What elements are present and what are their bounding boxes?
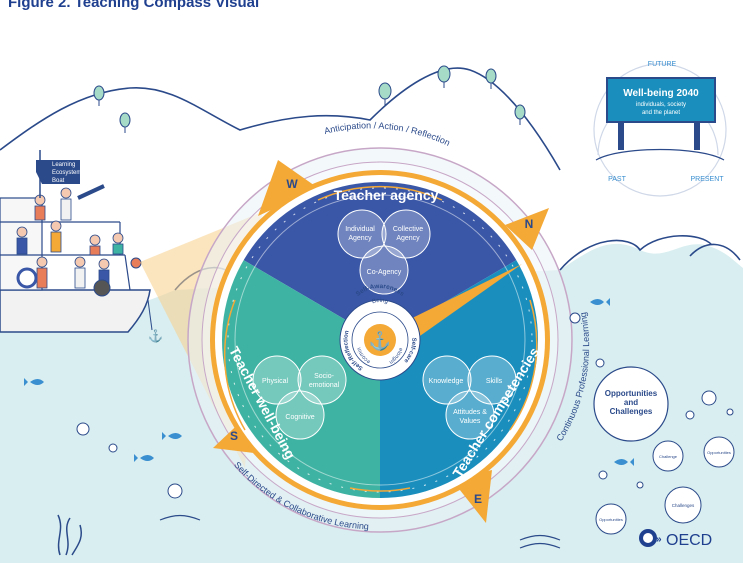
boat-anchor-icon: ⚓ xyxy=(148,329,163,343)
venn-co-agency: Co-Agency xyxy=(367,269,402,276)
bubble-main-line-3: Challenges xyxy=(610,407,653,416)
south-label: S xyxy=(230,429,238,443)
anchor-chain xyxy=(147,299,153,331)
wellbeing-sign-subtitle-1: individuals, society xyxy=(636,102,686,108)
fish-icon xyxy=(24,378,44,386)
lamp-icon xyxy=(130,257,142,269)
bubble-main-line-2: and xyxy=(624,398,638,407)
anchor-icon: ⚓ xyxy=(369,330,391,351)
fish-icon xyxy=(614,458,634,466)
venn-physical: Physical xyxy=(262,378,289,385)
bubble-opportunities-small xyxy=(595,503,627,535)
bubble-main-line-1: Opportunities xyxy=(605,389,658,398)
bubble-opportunities-label: Opportunities xyxy=(707,450,731,455)
bubble-challenges-label: Challenges xyxy=(672,503,695,508)
center-hub-core xyxy=(364,324,396,356)
figure-title: Figure 2. Teaching Compass Visual xyxy=(8,0,260,11)
arrow-arc-top xyxy=(317,185,443,201)
fish-icon xyxy=(134,454,154,462)
past-label: PAST xyxy=(608,176,626,183)
venn-skills: Skills xyxy=(486,378,503,385)
venn-knowledge: Knowledge xyxy=(429,378,464,385)
compass-needle xyxy=(392,264,522,350)
arrow-arc-right xyxy=(509,299,538,431)
seaweed-icon xyxy=(57,514,83,556)
bubble-opportunities-small-label: Opportunities xyxy=(599,517,623,522)
fish-icon xyxy=(162,432,182,440)
passenger-figures xyxy=(16,187,124,289)
bubble-challenge xyxy=(652,440,684,472)
bubble-opportunities xyxy=(703,436,735,468)
bubbles: Opportunities and Challenges Challenge O… xyxy=(76,312,735,535)
east-label: E xyxy=(474,492,482,506)
present-label: PRESENT xyxy=(690,176,724,183)
agency-title: Teacher agency xyxy=(334,187,439,203)
being-label: Being xyxy=(371,298,388,305)
wellbeing-sign-subtitle-2: and the planet xyxy=(642,110,680,116)
trees xyxy=(93,65,526,133)
arrow-arc-left xyxy=(223,299,246,431)
center-hub-ring xyxy=(351,311,409,369)
north-label: N xyxy=(525,217,534,231)
arrow-arc-bottom xyxy=(349,487,411,492)
oecd-logo: » OECD xyxy=(639,529,712,549)
fish-icon xyxy=(590,298,610,306)
wellbeing-venn: Physical Socio-emotional Cognitive xyxy=(252,355,347,440)
future-label: FUTURE xyxy=(648,61,677,68)
west-label: W xyxy=(286,177,298,191)
west-pointer xyxy=(258,160,318,216)
compass-inner-line xyxy=(234,194,526,486)
compass-inner-scale xyxy=(227,187,533,493)
boat-sign-line-2: Ecosystem xyxy=(52,170,81,176)
life-ring-icon xyxy=(16,267,38,289)
venn-cognitive: Cognitive xyxy=(285,414,314,421)
boat-sign-line-1: Learning xyxy=(52,162,75,168)
boat-sign-line-3: Boat xyxy=(52,178,65,184)
bubble-challenge-label: Challenge xyxy=(659,454,678,459)
oecd-logo-text: OECD xyxy=(666,532,712,549)
fish xyxy=(24,298,634,466)
hills xyxy=(0,67,561,171)
learning-ecosystem-boat: ⚓ Learning Ecosystem Boat xyxy=(0,150,163,343)
oecd-chevrons: » xyxy=(656,534,662,545)
telescope-icon xyxy=(77,184,105,200)
bubble-opportunities-challenges xyxy=(593,366,669,442)
wellbeing-2040-sign: Well-being 2040 individuals, society and… xyxy=(593,61,727,197)
north-pointer xyxy=(505,208,549,250)
wave-small-lines xyxy=(159,514,561,549)
tire-icon xyxy=(93,279,111,297)
wellbeing-sign-title: Well-being 2040 xyxy=(623,88,699,99)
ring-text-top: Anticipation / Action / Reflection xyxy=(323,120,452,148)
bubble-challenges xyxy=(664,486,702,524)
wave-crest-right xyxy=(559,235,741,271)
competencies-venn: Knowledge Skills Attitudes &Values xyxy=(422,355,517,440)
boat-sign: Learning Ecosystem Boat xyxy=(36,150,81,198)
